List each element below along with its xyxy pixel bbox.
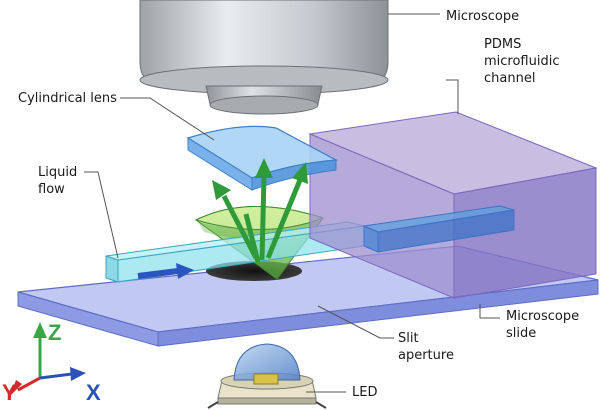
label-liquid-line1: Liquid bbox=[38, 165, 78, 180]
label-pdms-line2: microfluidic bbox=[484, 54, 560, 69]
leader-lines bbox=[84, 13, 500, 393]
label-slit-aperture: Slit aperture bbox=[398, 330, 454, 364]
label-led: LED bbox=[352, 385, 378, 400]
label-slit-line2: aperture bbox=[398, 348, 454, 363]
label-slide-line2: slide bbox=[506, 326, 537, 341]
label-pdms-line1: PDMS bbox=[484, 37, 522, 52]
pdms-block bbox=[308, 111, 598, 299]
label-liquid-line2: flow bbox=[38, 182, 65, 197]
label-cylindrical-lens: Cylindrical lens bbox=[18, 91, 117, 106]
led-component bbox=[207, 343, 327, 409]
label-slit-line1: Slit bbox=[398, 331, 419, 346]
label-liquid-flow: Liquid flow bbox=[38, 164, 77, 198]
axis-label-z: Z bbox=[48, 320, 62, 345]
light-rays bbox=[212, 158, 308, 263]
label-slide-line1: Microscope bbox=[506, 309, 580, 324]
axis-label-y: Y bbox=[2, 380, 17, 405]
microscope-objective bbox=[139, 0, 389, 115]
axis-triad bbox=[10, 322, 86, 396]
label-pdms-line3: channel bbox=[484, 71, 536, 86]
flow-arrow bbox=[137, 263, 194, 279]
label-microscope: Microscope bbox=[446, 9, 520, 24]
label-pdms-channel: PDMS microfluidic channel bbox=[484, 36, 560, 87]
axis-label-x: X bbox=[86, 380, 101, 405]
cylindrical-lens bbox=[186, 125, 339, 191]
label-microscope-slide: Microscope slide bbox=[506, 308, 579, 342]
